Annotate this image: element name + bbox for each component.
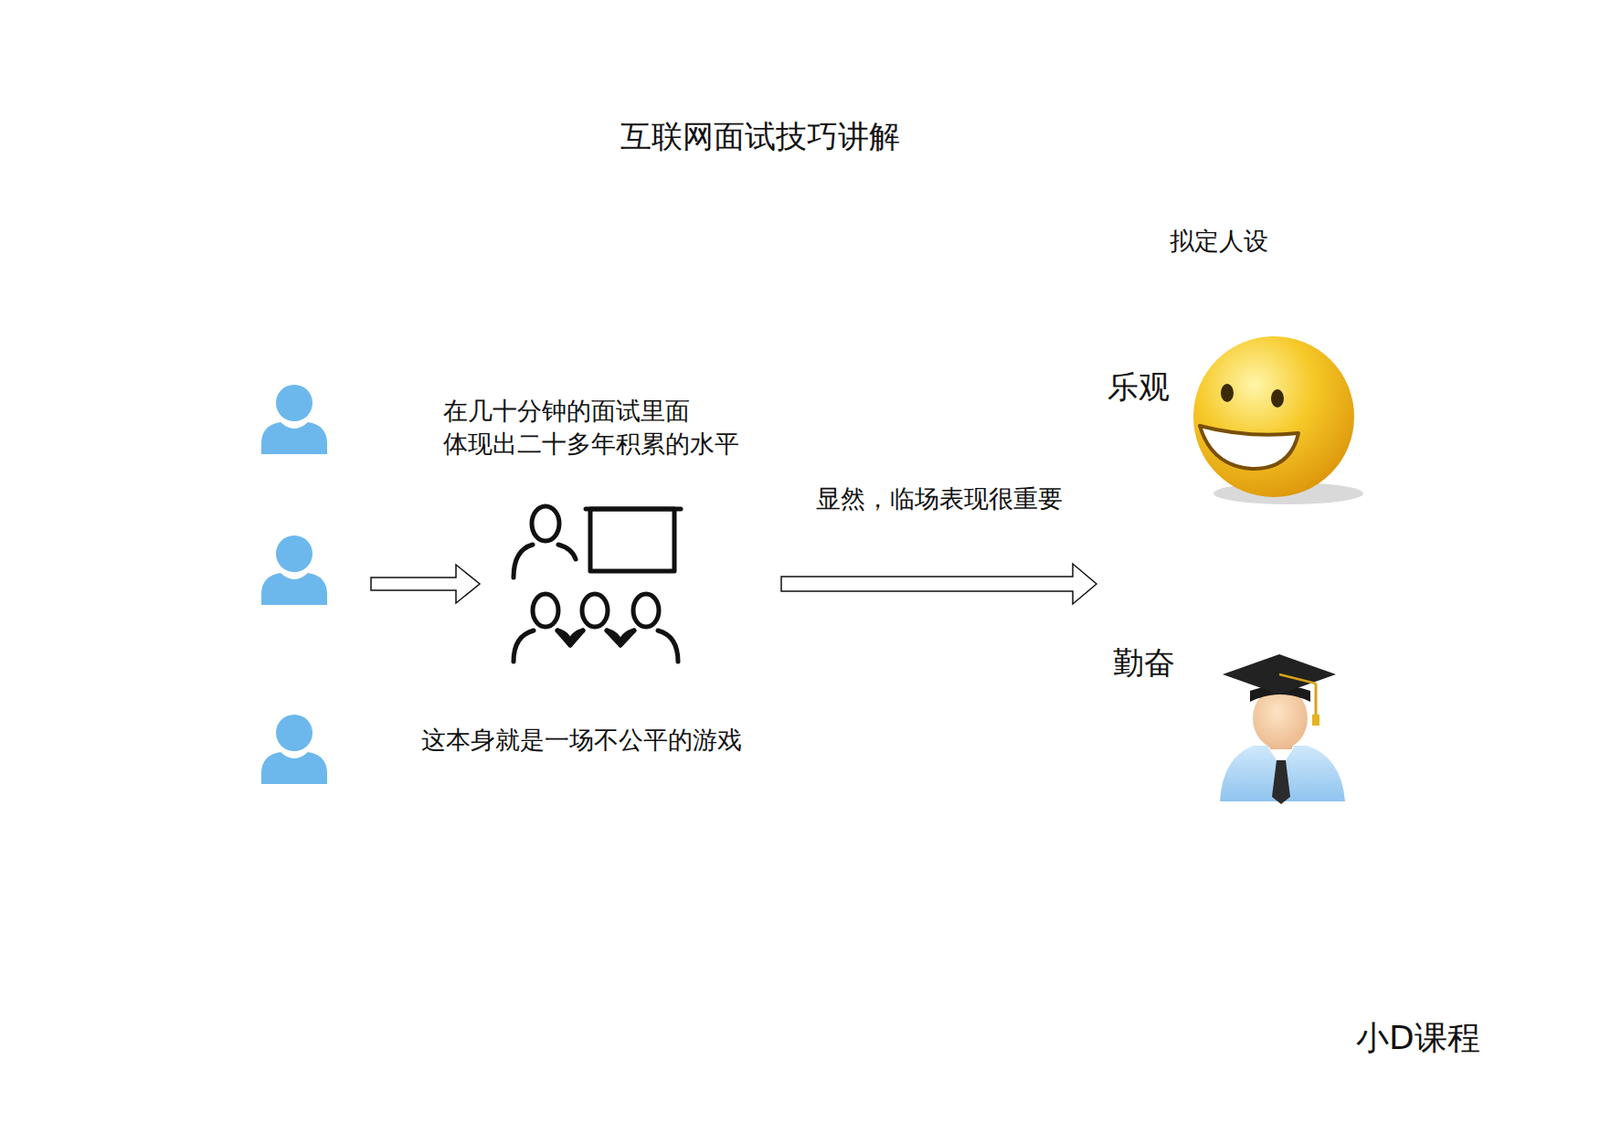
hollow-arrow <box>781 563 1097 604</box>
persona-group: 乐观勤奋 拟定人设 <box>1096 219 1399 805</box>
trait-text: 乐观 <box>1107 367 1170 406</box>
edge-label: 显然，临场表现很重要 <box>814 483 1065 515</box>
graduate-icon <box>1219 654 1346 805</box>
person-icon <box>261 384 328 455</box>
title: 互联网面试技巧讲解 <box>620 116 901 156</box>
note-text: 这本身就是一场不公平的游戏 <box>421 723 742 757</box>
person-icon <box>261 535 328 605</box>
classroom-group: 在几十分钟的面试里面 体现出二十多年积累的水平这本身就是一场不公平的游戏 <box>415 391 782 768</box>
person-icons <box>261 384 328 785</box>
trait-text: 勤奋 <box>1112 643 1176 682</box>
person-icon <box>261 714 328 785</box>
hollow-arrow <box>370 564 480 604</box>
trait-label: 乐观 <box>1103 363 1174 410</box>
smiley-icon <box>1193 336 1364 505</box>
group-heading: 拟定人设 <box>1169 224 1269 258</box>
trait-label: 勤奋 <box>1109 639 1179 686</box>
watermark: 小D课程 <box>1356 1017 1481 1059</box>
classroom-icon <box>513 506 681 662</box>
note-text: 在几十分钟的面试里面 体现出二十多年积累的水平 <box>443 394 754 461</box>
